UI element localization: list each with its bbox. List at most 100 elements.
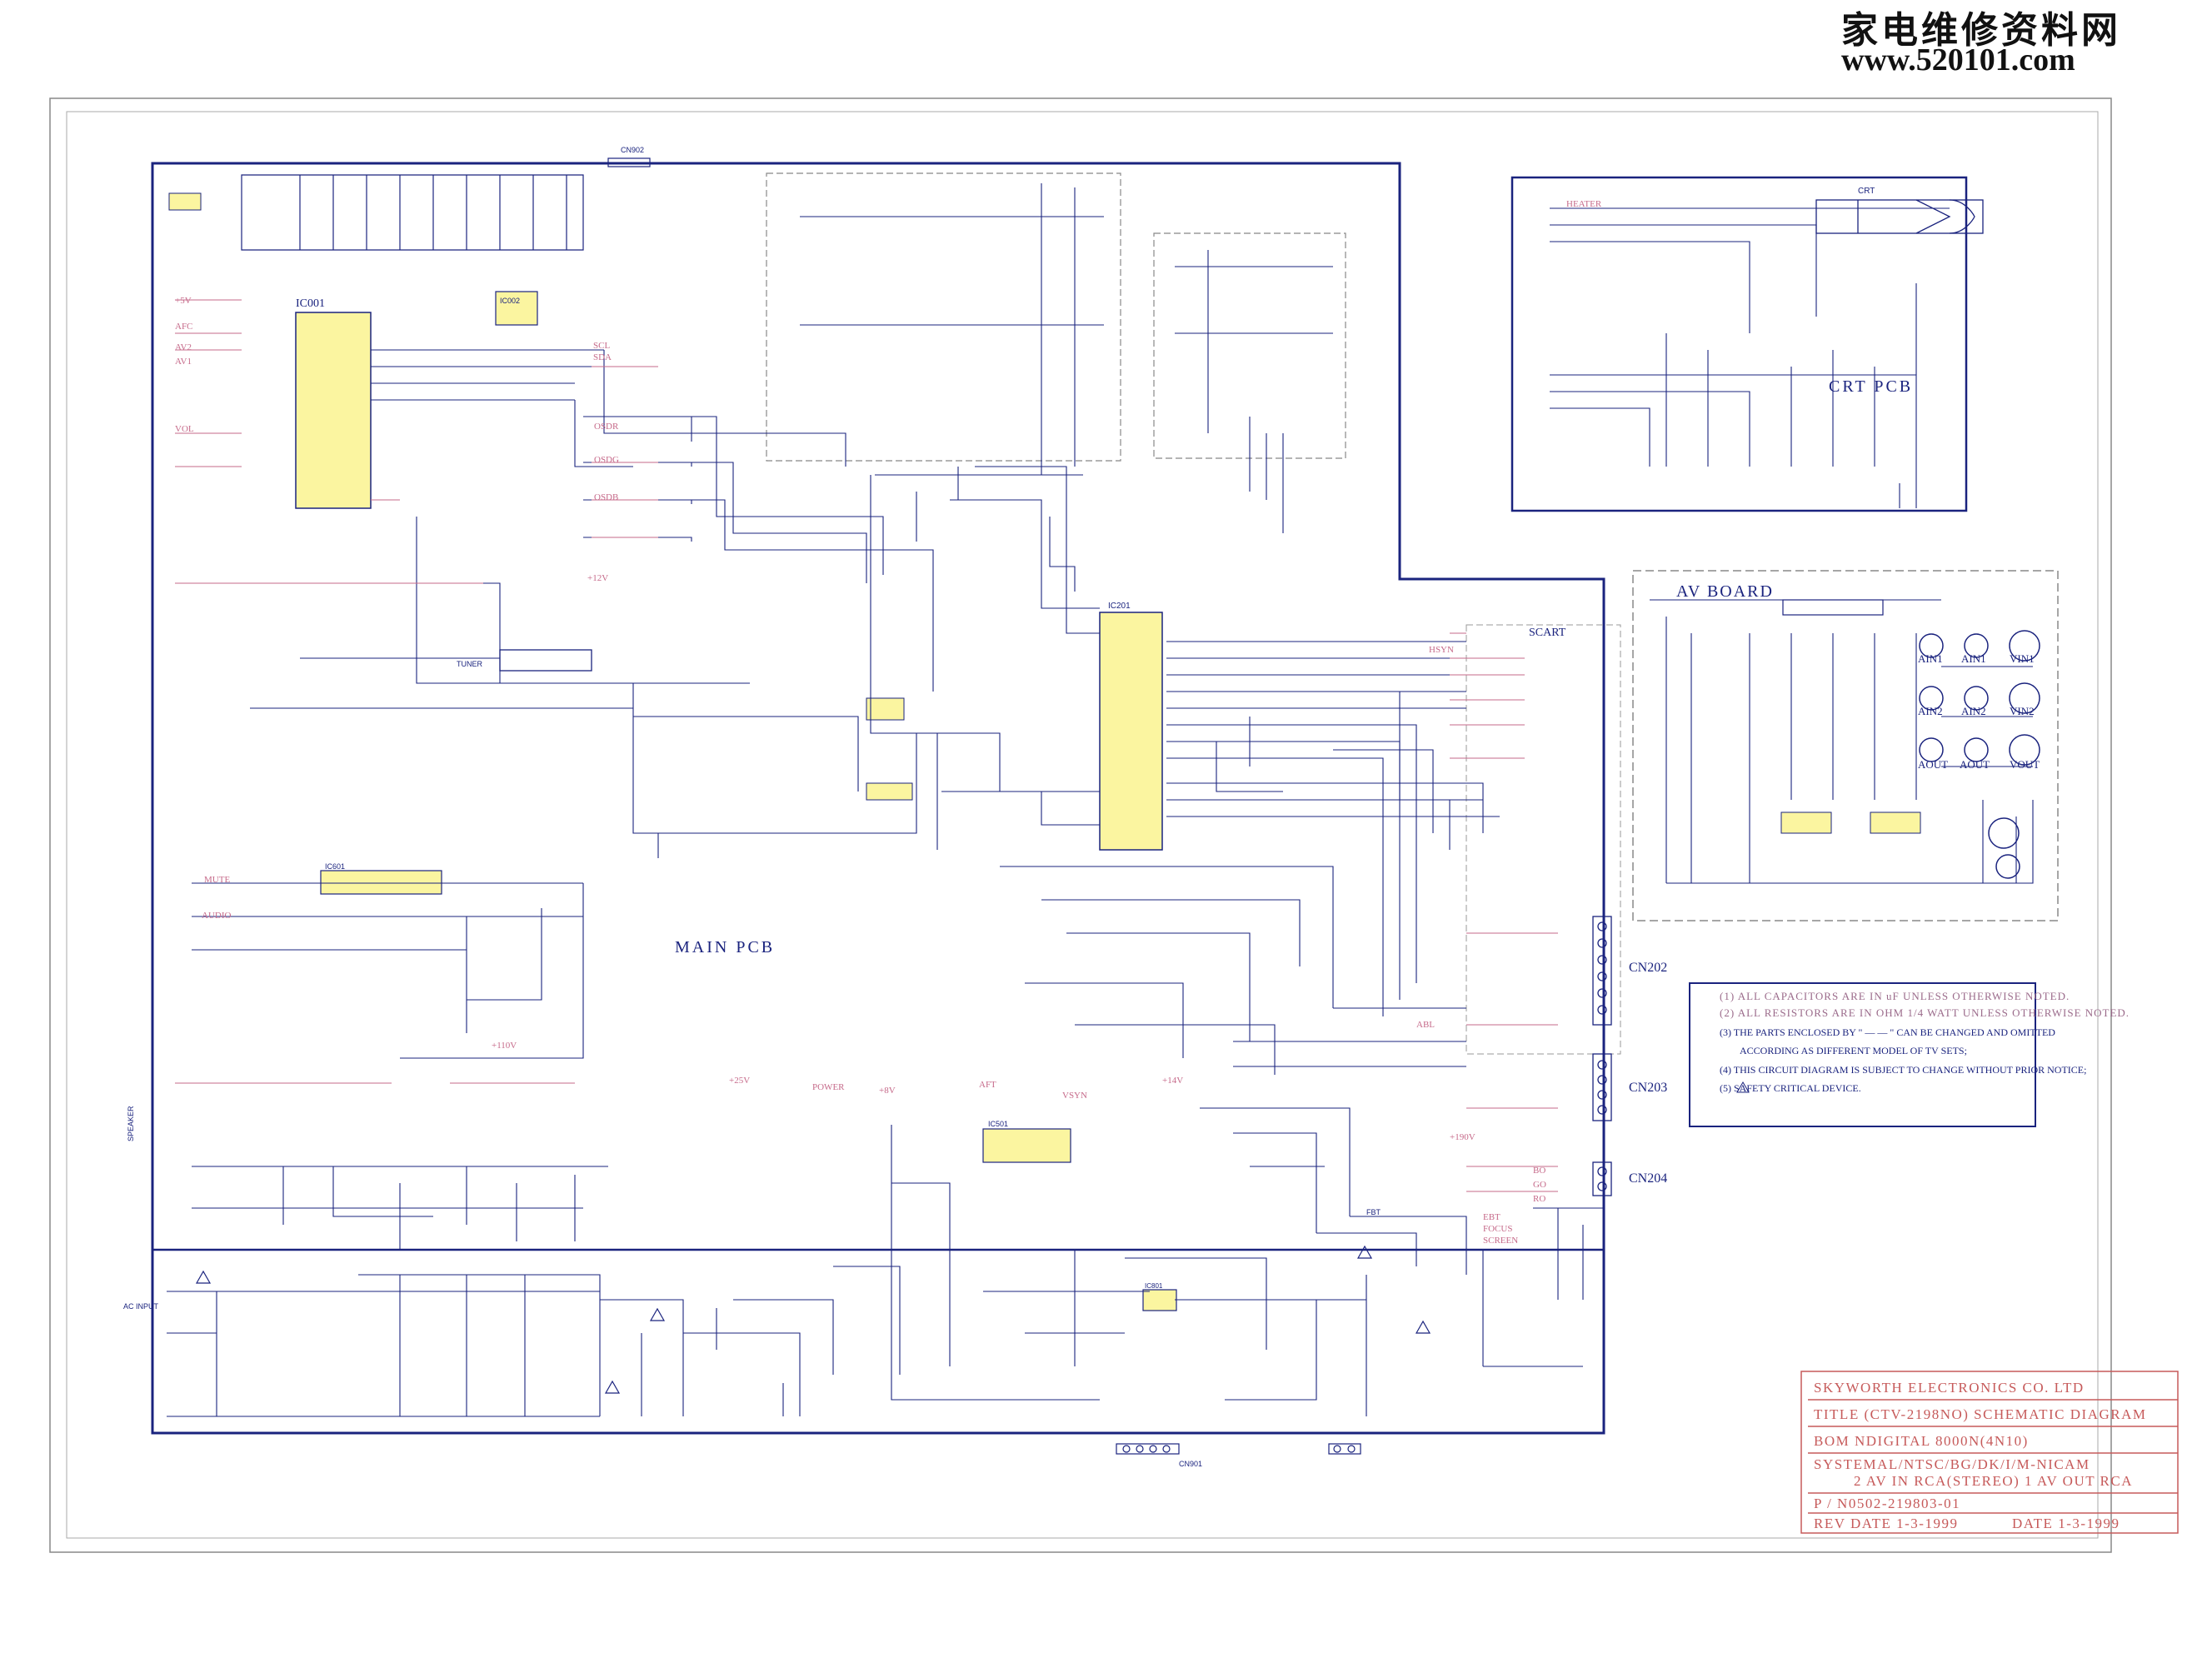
jack-aout-a: AOUT — [1918, 758, 1948, 771]
ic001-label: IC001 — [296, 297, 325, 310]
av-board-outline — [1632, 570, 2059, 921]
av-jack-labels: AIN1 AIN1 VIN1 AIN2 AIN2 VIN2 AOUT AOUT … — [1918, 652, 2040, 771]
key-matrix — [241, 174, 584, 251]
net-focus: FOCUS — [1483, 1224, 1512, 1234]
net-osdb: OSDB — [594, 492, 618, 502]
jack-ain1-a: AIN1 — [1918, 652, 1943, 665]
net-osdr: OSDR — [594, 422, 619, 432]
ic002-label: IC002 — [500, 297, 520, 305]
note-3a: (3) THE PARTS ENCLOSED BY " — — " CAN BE… — [1720, 1026, 2055, 1038]
tb-part-no: P / N0502-219803-01 — [1814, 1496, 1960, 1511]
drawing-frame — [49, 97, 2112, 1553]
net-bo: BO — [1533, 1166, 1545, 1176]
ac-input-label: AC INPUT — [123, 1302, 159, 1311]
tb-company: SKYWORTH ELECTRONICS CO. LTD — [1814, 1380, 2085, 1396]
ntsc-trap — [866, 782, 913, 801]
cn901-label: CN901 — [1179, 1460, 1202, 1468]
ic601-label: IC601 — [325, 862, 345, 871]
av-ic-2 — [1870, 812, 1921, 834]
ic501-body — [982, 1128, 1071, 1163]
net-afc: AFC — [175, 322, 192, 332]
net-av2: AV2 — [175, 342, 192, 352]
watermark-url: www.520101.com — [1841, 42, 2075, 77]
net-lines — [175, 299, 1558, 1192]
tuner-label: TUNER — [457, 660, 482, 668]
cn203-connector — [1592, 1053, 1612, 1121]
net-12v: +12V — [587, 573, 608, 583]
crt-socket — [1815, 199, 1984, 234]
av-board-label: AV BOARD — [1676, 582, 1774, 601]
safety-note-triangle — [1736, 1081, 1750, 1093]
notes-box — [1689, 982, 2036, 1127]
ic201-body — [1099, 612, 1163, 851]
net-go: GO — [1533, 1180, 1546, 1190]
safety-triangles — [195, 1245, 1431, 1394]
net-vsyn: VSYN — [1062, 1091, 1087, 1101]
tb-bom: BOM NDIGITAL 8000N(4N10) — [1814, 1433, 2029, 1449]
net-ro: RO — [1533, 1194, 1545, 1204]
cn204-connector — [1592, 1161, 1612, 1196]
net-heater: HEATER — [1566, 199, 1602, 209]
note-5: (5) SAFETY CRITICAL DEVICE. — [1720, 1082, 1861, 1094]
speaker-label: SPEAKER — [127, 1106, 135, 1141]
net-14v: +14V — [1162, 1076, 1183, 1086]
jack-vin2: VIN2 — [2010, 705, 2035, 717]
jack-ain1-b: AIN1 — [1961, 652, 1986, 665]
tb-rev-date: REV DATE 1-3-1999 — [1814, 1516, 1958, 1531]
av-ic-1 — [1780, 812, 1832, 834]
note-1: (1) ALL CAPACITORS ARE IN uF UNLESS OTHE… — [1720, 990, 2070, 1002]
net-25v: +25V — [729, 1076, 750, 1086]
cn902-label: CN902 — [621, 146, 644, 154]
ic501-label: IC501 — [988, 1120, 1008, 1128]
net-scl: SCL — [593, 341, 610, 351]
cn203-label: CN203 — [1629, 1081, 1667, 1095]
fbt-label: FBT — [1366, 1208, 1381, 1216]
tb-system-1: SYSTEMAL/NTSC/BG/DK/I/M-NICAM — [1814, 1456, 2090, 1472]
jack-vout: VOUT — [2010, 758, 2040, 771]
ic001-body — [295, 312, 372, 509]
cn902-block — [607, 157, 651, 167]
av-jack-symbols — [1919, 630, 2040, 879]
net-vol: VOL — [175, 424, 194, 434]
crt-pcb-label: CRT PCB — [1829, 377, 1913, 396]
ic002-body — [495, 291, 538, 326]
drawing-inner-frame — [66, 111, 2099, 1539]
ir-module — [168, 192, 202, 211]
net-hsyn: HSYN — [1429, 645, 1454, 655]
signal-wiring — [167, 183, 2034, 1417]
crt-label: CRT — [1858, 187, 1875, 196]
note-4: (4) THIS CIRCUIT DIAGRAM IS SUBJECT TO C… — [1720, 1064, 2086, 1076]
net-110v: +110V — [492, 1041, 517, 1051]
main-pcb-label: MAIN PCB — [675, 938, 775, 956]
cn202-connector — [1592, 916, 1612, 1026]
bottom-connectors — [1116, 1443, 1361, 1455]
ic801-label: IC801 — [1145, 1282, 1163, 1290]
net-sda: SDA — [593, 352, 612, 362]
tb-title: TITLE (CTV-2198NO) SCHEMATIC DIAGRAM — [1814, 1406, 2147, 1422]
ic201-label: IC201 — [1108, 602, 1131, 611]
tb-system-2: 2 AV IN RCA(STEREO) 1 AV OUT RCA — [1854, 1473, 2133, 1489]
jack-vin1: VIN1 — [2010, 652, 2035, 665]
net-ebt: EBT — [1483, 1212, 1500, 1222]
jack-aout-b: AOUT — [1960, 758, 1990, 771]
ic801-body — [1142, 1289, 1177, 1311]
ic601-body — [320, 870, 442, 895]
net-power: POWER — [812, 1082, 845, 1092]
net-mute: MUTE — [204, 875, 230, 885]
title-block — [1800, 1371, 2179, 1534]
tuner-body — [499, 649, 592, 672]
net-190v: +190V — [1450, 1132, 1475, 1142]
net-av1: AV1 — [175, 357, 192, 367]
scart-label: SCART — [1529, 627, 1566, 639]
jack-ain2-b: AIN2 — [1961, 705, 1986, 717]
net-aft: AFT — [979, 1080, 996, 1090]
tb-date: DATE 1-3-1999 — [2012, 1516, 2120, 1531]
net-screen: SCREEN — [1483, 1236, 1518, 1246]
net-labels: AFC AV2 AV1 VOL OSDR OSDG OSDB SDA SCL M… — [175, 199, 1602, 1246]
net-5v: +5V — [175, 296, 192, 306]
watermark-title: 家电维修资料网 — [1841, 9, 2121, 52]
crt-pcb-outline — [1510, 176, 1968, 512]
net-8v: +8V — [879, 1086, 896, 1096]
net-abl: ABL — [1416, 1020, 1435, 1030]
